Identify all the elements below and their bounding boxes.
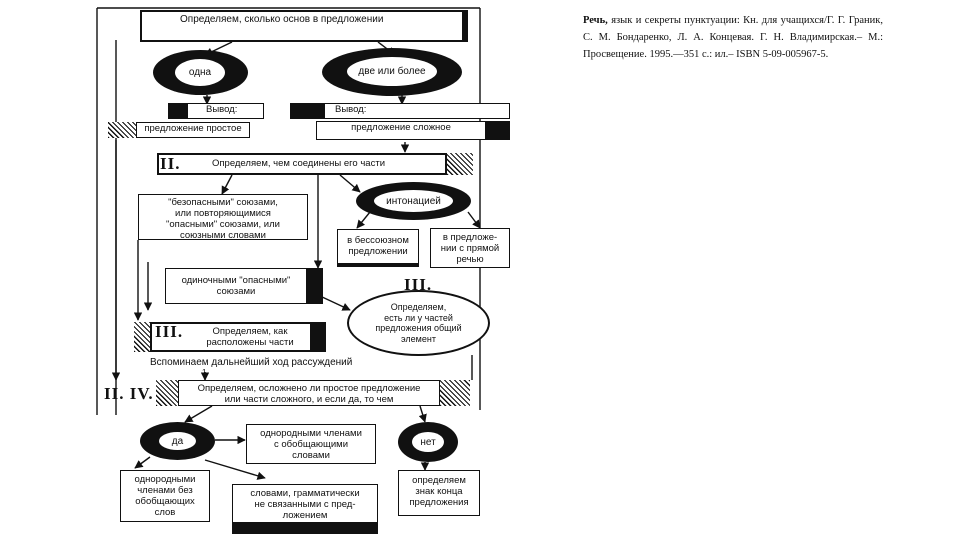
step-4-hatch-right [440, 380, 470, 406]
step-4-header-line-1: Определяем, осложнено ли простое предлож… [197, 383, 421, 394]
arrangement-line-2: расположены части [206, 337, 294, 348]
step-4-header-line-2: или части сложного, и если да, то чем [224, 394, 394, 405]
oval-one: одна [153, 50, 248, 95]
end-mark-box: определяем знак конца предложения [398, 470, 480, 516]
step-4-box: Определяем, осложнено ли простое предлож… [178, 380, 440, 406]
arrangement-text: Определяем, как расположены части [195, 326, 305, 348]
conclusion-left-label: Вывод: [188, 103, 264, 119]
common-element-line-1: Определяем, [390, 302, 447, 312]
conclusion-right-label: Вывод: [324, 103, 510, 119]
oval-yes-label: да [159, 432, 196, 450]
single-dangerous-line-1: одиночными "опасными" [181, 275, 291, 286]
homogeneous-generalizing-box: однородными членами с обобщающими словам… [246, 424, 376, 464]
homogeneous-line-4: слов [154, 507, 176, 518]
grammatical-black [232, 522, 378, 534]
oval-yes: да [140, 422, 215, 460]
homogeneous-line-1: однородными [134, 474, 196, 485]
asyndetic-line-2: предложении [348, 246, 408, 257]
simple-sentence-box: предложение простое [136, 122, 250, 138]
step-3b-hatch [134, 322, 150, 352]
recall-text: Вспоминаем дальнейший ход рассуждений [150, 357, 353, 368]
common-element-oval: Определяем, есть ли у частей предложения… [347, 290, 490, 356]
safe-unions-line-1: "безопасными" союзами, [168, 197, 278, 208]
conclusion-left-black [168, 103, 188, 119]
grammatical-line-1: словами, грамматически [250, 488, 360, 499]
end-mark-line-1: определяем [412, 475, 466, 486]
grammatical-line-2: не связанными с пред- [254, 499, 356, 510]
conclusion-right-black [290, 103, 324, 119]
direct-speech-line-1: в предложе- [442, 232, 498, 243]
direct-speech-line-3: речью [456, 254, 484, 265]
safe-unions-line-3: "опасными" союзами, или [166, 219, 280, 230]
common-element-line-3: предложения общий [375, 323, 462, 333]
oval-two-more-label: две или более [347, 57, 437, 86]
step-1-header: Определяем, сколько основ в предложении [180, 14, 460, 30]
reference-title: Речь, [583, 15, 608, 26]
complex-sentence-box: предложение сложное [316, 121, 486, 140]
common-element-line-2: есть ли у частей [384, 312, 453, 323]
end-mark-line-3: предложения [409, 497, 469, 508]
end-mark-line-2: знак конца [415, 486, 463, 497]
asyndetic-box: в бессоюзном предложении [337, 229, 419, 265]
homogeneous-box: однородными членами без обобщающих слов [120, 470, 210, 522]
recall-mark: 1 [202, 368, 207, 377]
direct-speech-box: в предложе- нии с прямой речью [430, 228, 510, 268]
homogeneous-gen-line-1: однородными членами [260, 428, 362, 439]
single-dangerous-box: одиночными "опасными" союзами [165, 268, 307, 304]
step-2-numeral: II. [160, 154, 181, 173]
asyndetic-line-1: в бессоюзном [347, 235, 409, 246]
step-2-frame [157, 153, 447, 175]
step-2-header: Определяем, чем соединены его части [212, 158, 385, 169]
step-1-black-bar [462, 10, 468, 42]
safe-unions-box: "безопасными" союзами, или повторяющимис… [138, 194, 308, 241]
reference-text: язык и секреты пунктуации: Кн. для учащи… [583, 15, 884, 60]
direct-speech-line-2: нии с прямой [440, 243, 500, 254]
safe-unions-line-4: союзными словами [180, 230, 266, 241]
simple-hatch [108, 122, 136, 138]
grammatical-line-3: ложением [282, 510, 328, 521]
grammatical-box: словами, грамматически не связанными с п… [232, 484, 378, 524]
complex-black [486, 121, 510, 140]
homogeneous-line-3: обобщающих [135, 496, 195, 507]
oval-one-label: одна [175, 59, 225, 86]
common-element-line-4: элемент [401, 333, 436, 344]
homogeneous-line-2: членами без [137, 485, 193, 496]
step-4-hatch-left [156, 380, 178, 406]
step-2-hatch [447, 153, 473, 175]
step-3b-black [312, 322, 326, 352]
step-3b-numeral: III. [155, 322, 184, 341]
oval-intonation: интонацией [356, 182, 471, 220]
oval-no-label: нет [412, 432, 444, 452]
oval-intonation-label: интонацией [374, 190, 453, 212]
step-3b-frame [150, 322, 312, 352]
homogeneous-gen-line-3: словами [292, 450, 330, 461]
oval-no: нет [398, 422, 458, 462]
step-4-numeral: II. IV. [104, 384, 154, 403]
arrangement-line-1: Определяем, как [212, 326, 288, 337]
homogeneous-gen-line-2: с обобщающими [273, 439, 349, 450]
bibliographic-reference: Речь, язык и секреты пунктуации: Кн. для… [583, 12, 883, 63]
oval-two-more: две или более [322, 48, 462, 96]
single-dangerous-line-2: союзами [216, 286, 256, 297]
asyndetic-underline [337, 263, 419, 267]
single-dangerous-black [307, 268, 323, 304]
safe-unions-line-2: или повторяющимися [175, 208, 271, 219]
